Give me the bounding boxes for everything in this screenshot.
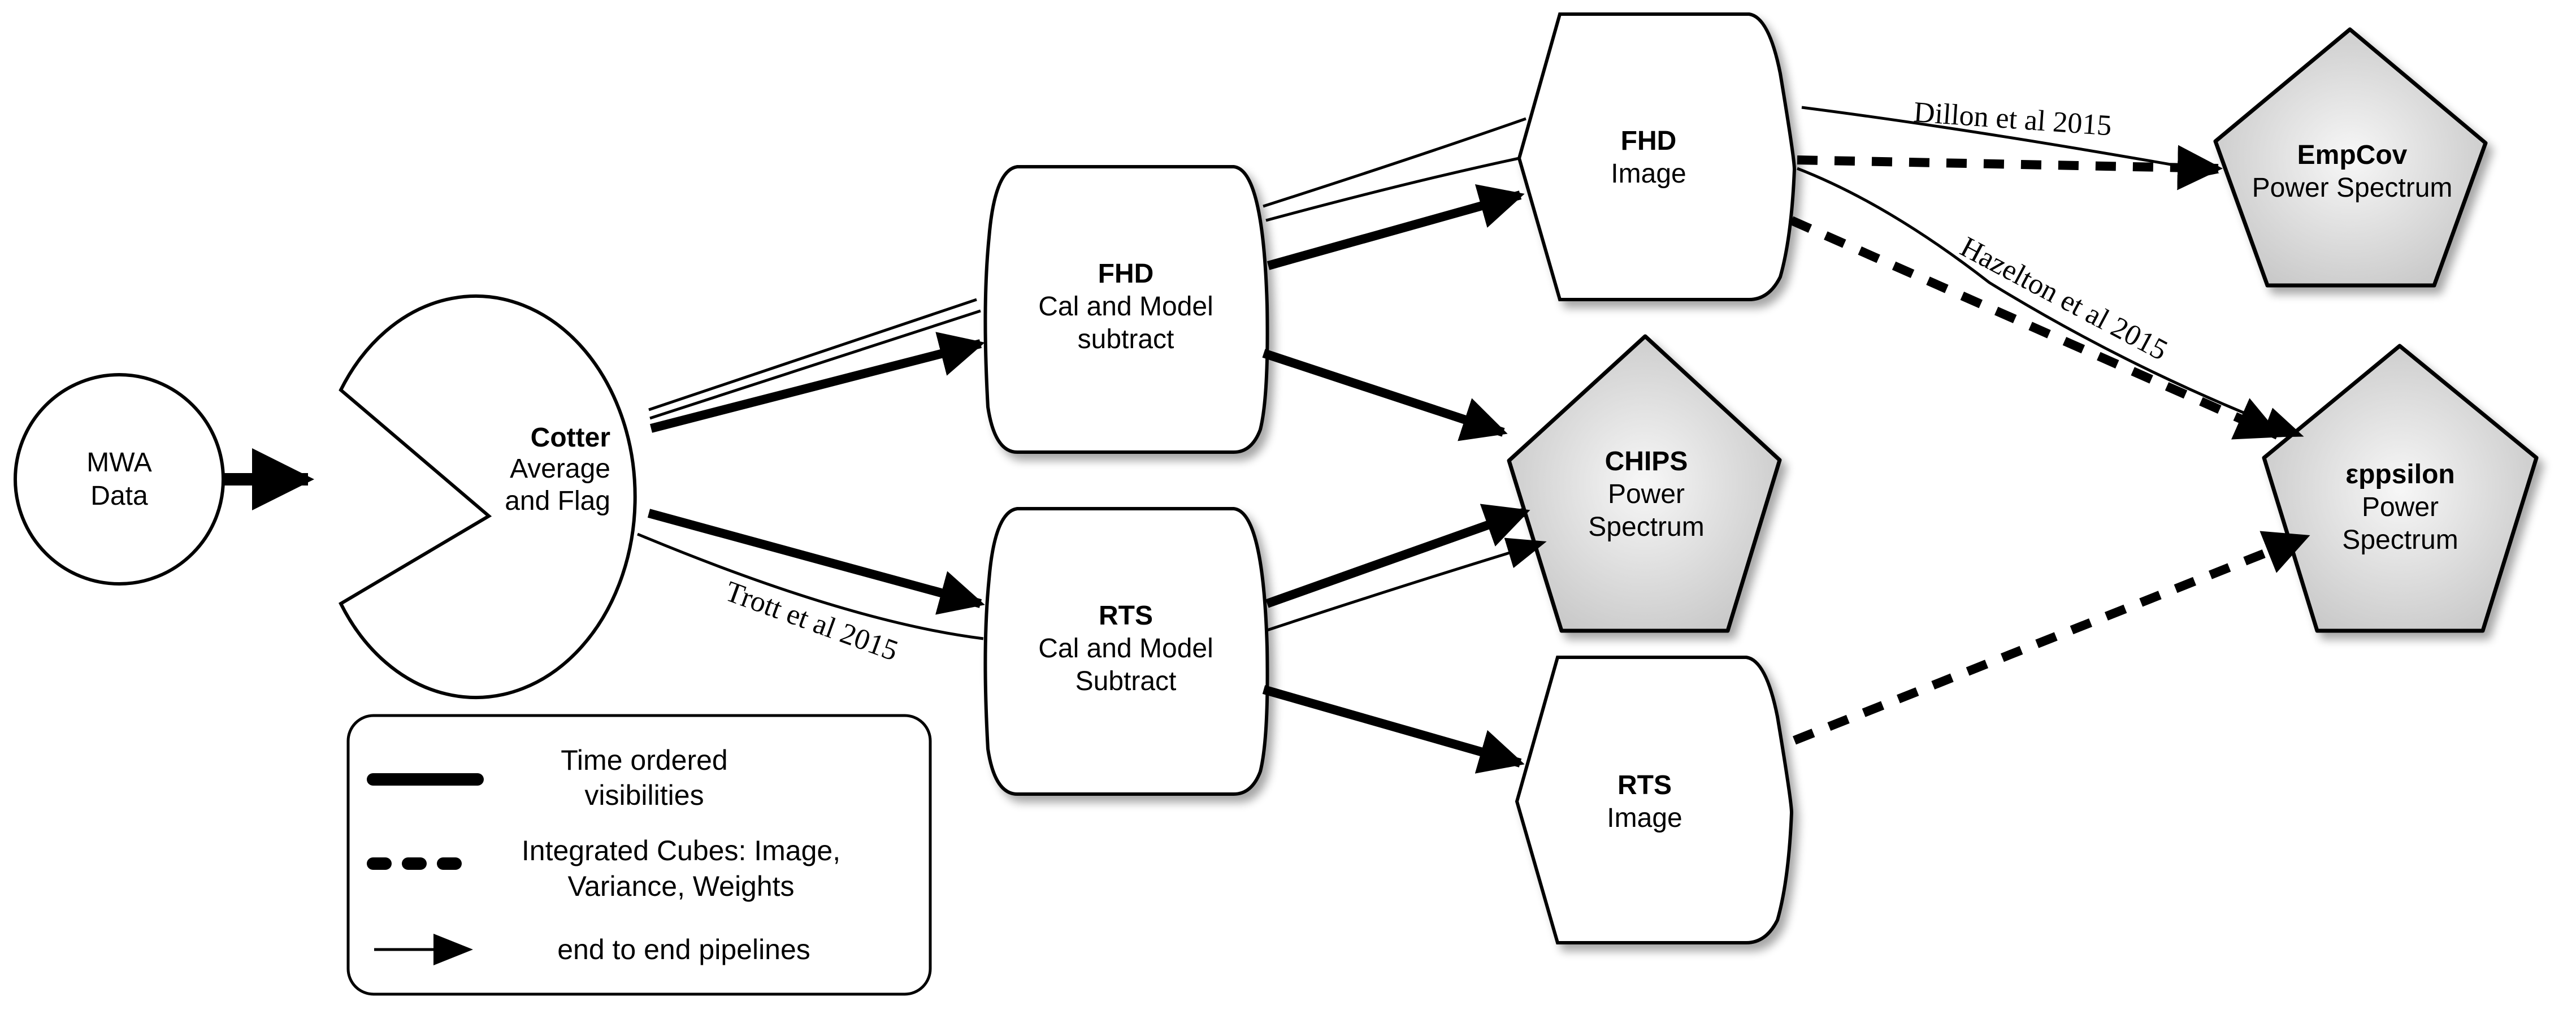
fhd-cal-line2: subtract bbox=[1078, 324, 1174, 354]
node-cotter: Cotter Average and Flag bbox=[339, 294, 637, 699]
citation-trott: Trott et al 2015 bbox=[721, 575, 902, 667]
cotter-line1: Average bbox=[510, 454, 610, 484]
legend-dashed-line1: Integrated Cubes: Image, bbox=[522, 835, 840, 866]
node-empcov: EmpCov Power Spectrum bbox=[2213, 27, 2488, 288]
legend-solid-line1: Time ordered bbox=[561, 744, 727, 776]
edge-cotter-to-rts-cal bbox=[647, 509, 985, 615]
pipeline-trott bbox=[637, 534, 1543, 640]
pipeline-dillon bbox=[1801, 106, 2219, 182]
mwa-line2: Data bbox=[90, 481, 148, 511]
edge-fhd-cal-to-chips bbox=[1262, 349, 1508, 441]
legend-item-thin: end to end pipelines bbox=[374, 934, 810, 965]
legend-thin-line1: end to end pipelines bbox=[557, 934, 810, 965]
eppsilon-line2: Spectrum bbox=[2342, 525, 2458, 555]
citation-dillon: Dillon et al 2015 bbox=[1913, 96, 2113, 142]
fhd-cal-line1: Cal and Model bbox=[1038, 292, 1213, 322]
empcov-line1: Power Spectrum bbox=[2252, 173, 2453, 203]
chips-line2: Spectrum bbox=[1588, 512, 1704, 542]
cotter-title: Cotter bbox=[531, 423, 610, 453]
node-chips: CHIPS Power Spectrum bbox=[1507, 334, 1782, 633]
edge-rts-cal-to-rts-image bbox=[1262, 685, 1525, 774]
legend-solid-line2: visibilities bbox=[584, 779, 704, 811]
edge-rts-image-to-eppsilon bbox=[1793, 531, 2310, 745]
rts-image-title: RTS bbox=[1617, 770, 1672, 800]
empcov-title: EmpCov bbox=[2297, 140, 2408, 170]
node-eppsilon: εppsilon Power Spectrum bbox=[2262, 344, 2539, 633]
fhd-image-line1: Image bbox=[1611, 159, 1686, 189]
chips-line1: Power bbox=[1608, 479, 1685, 509]
citation-hazelton: Hazelton et al 2015 bbox=[1955, 231, 2172, 367]
edge-fhd-image-to-eppsilon bbox=[1789, 216, 2282, 440]
eppsilon-title: εppsilon bbox=[2345, 460, 2454, 489]
edge-fhd-cal-to-fhd-image bbox=[1267, 184, 1525, 270]
node-fhd-image: FHD Image bbox=[1517, 12, 1797, 301]
legend-item-solid: Time ordered visibilities bbox=[367, 744, 728, 811]
edge-rts-cal-to-chips bbox=[1265, 504, 1530, 608]
pipeline-cotter-to-fhd-image-upper bbox=[648, 117, 1526, 411]
edge-cotter-to-fhd-cal bbox=[650, 332, 985, 433]
rts-cal-line2: Subtract bbox=[1075, 666, 1177, 696]
pipeline-cotter-to-fhd-image-lower bbox=[649, 157, 1520, 420]
legend-dashed-line2: Variance, Weights bbox=[567, 870, 794, 902]
mwa-line1: MWA bbox=[86, 448, 152, 478]
pipeline-hazelton bbox=[1797, 167, 2304, 437]
fhd-cal-title: FHD bbox=[1098, 259, 1154, 289]
legend-item-dashed: Integrated Cubes: Image, Variance, Weigh… bbox=[367, 835, 840, 902]
cotter-line2: and Flag bbox=[505, 486, 610, 516]
node-rts-image: RTS Image bbox=[1515, 656, 1794, 944]
rts-cal-line1: Cal and Model bbox=[1038, 634, 1213, 664]
rts-image-line1: Image bbox=[1607, 803, 1682, 833]
chips-title: CHIPS bbox=[1605, 447, 1688, 476]
node-mwa-data: MWA Data bbox=[14, 373, 225, 586]
node-rts-cal: RTS Cal and Model Subtract bbox=[983, 507, 1269, 796]
edge-fhd-image-to-empcov bbox=[1797, 145, 2223, 190]
legend: Time ordered visibilities Integrated Cub… bbox=[346, 714, 932, 996]
eppsilon-line1: Power bbox=[2362, 492, 2439, 522]
fhd-image-title: FHD bbox=[1621, 126, 1677, 156]
rts-cal-title: RTS bbox=[1099, 601, 1153, 631]
node-fhd-cal: FHD Cal and Model subtract bbox=[983, 165, 1269, 454]
